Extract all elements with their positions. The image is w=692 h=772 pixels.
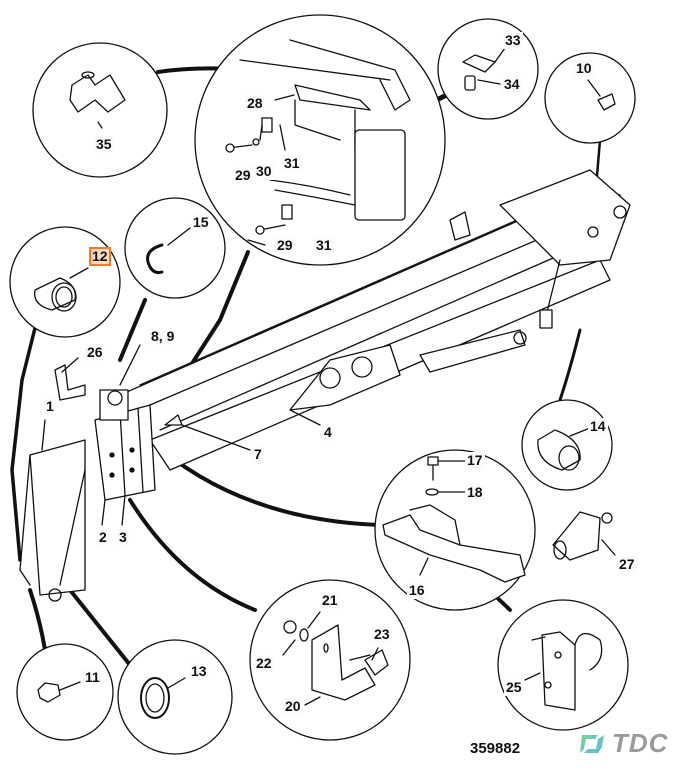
- callout-16[interactable]: 16: [407, 582, 427, 599]
- detail-bubble-10: [545, 53, 635, 143]
- callout-33[interactable]: 33: [503, 32, 523, 49]
- detail-bubble-15: [125, 198, 225, 298]
- detail-bubble-16-18: [375, 450, 535, 610]
- tdc-logo-icon: [580, 734, 604, 753]
- callout-10[interactable]: 10: [574, 60, 594, 77]
- callout-17[interactable]: 17: [465, 452, 485, 469]
- callout-20[interactable]: 20: [283, 698, 303, 715]
- callout-35[interactable]: 35: [94, 136, 114, 153]
- detail-bubble-25: [498, 600, 628, 730]
- callout-27[interactable]: 27: [617, 556, 637, 573]
- callout-29-lower[interactable]: 29: [275, 237, 295, 254]
- detail-bubble-28-31: [195, 15, 445, 265]
- callout-25[interactable]: 25: [504, 679, 524, 696]
- callout-29-upper[interactable]: 29: [233, 167, 253, 184]
- callout-4[interactable]: 4: [322, 424, 334, 441]
- callout-31-lower[interactable]: 31: [314, 237, 334, 254]
- detail-bubble-13: [118, 640, 232, 754]
- detail-bubble-11: [17, 644, 113, 740]
- callout-3[interactable]: 3: [117, 529, 129, 546]
- detail-bubble-35: [33, 43, 167, 177]
- detail-bubble-12: [10, 227, 120, 337]
- boom-assembly: [20, 170, 630, 601]
- callout-1[interactable]: 1: [44, 398, 56, 415]
- document-number: 359882: [470, 740, 521, 757]
- callout-23[interactable]: 23: [372, 626, 392, 643]
- callout-leaders: [42, 345, 320, 525]
- detail-bubble-14: [522, 400, 612, 490]
- tdc-logo-text: TDC: [612, 728, 669, 758]
- detail-bubble-33-34: [438, 19, 538, 119]
- callout-7[interactable]: 7: [252, 446, 264, 463]
- callout-30[interactable]: 30: [254, 163, 274, 180]
- callout-28[interactable]: 28: [245, 95, 265, 112]
- callout-13[interactable]: 13: [189, 663, 209, 680]
- part-27: [553, 512, 615, 560]
- callout-21[interactable]: 21: [320, 592, 340, 609]
- callout-12-highlighted[interactable]: 12: [89, 247, 111, 266]
- callout-18[interactable]: 18: [465, 484, 485, 501]
- callout-11[interactable]: 11: [83, 669, 102, 686]
- callout-2[interactable]: 2: [97, 529, 109, 546]
- callout-22[interactable]: 22: [254, 655, 274, 672]
- callout-26[interactable]: 26: [85, 344, 105, 361]
- callout-15[interactable]: 15: [191, 214, 211, 231]
- tdc-logo: TDC: [578, 728, 668, 759]
- callout-34[interactable]: 34: [502, 76, 522, 93]
- callout-31-upper[interactable]: 31: [282, 155, 302, 172]
- callout-14[interactable]: 14: [588, 418, 608, 435]
- callout-8-9[interactable]: 8, 9: [149, 328, 177, 345]
